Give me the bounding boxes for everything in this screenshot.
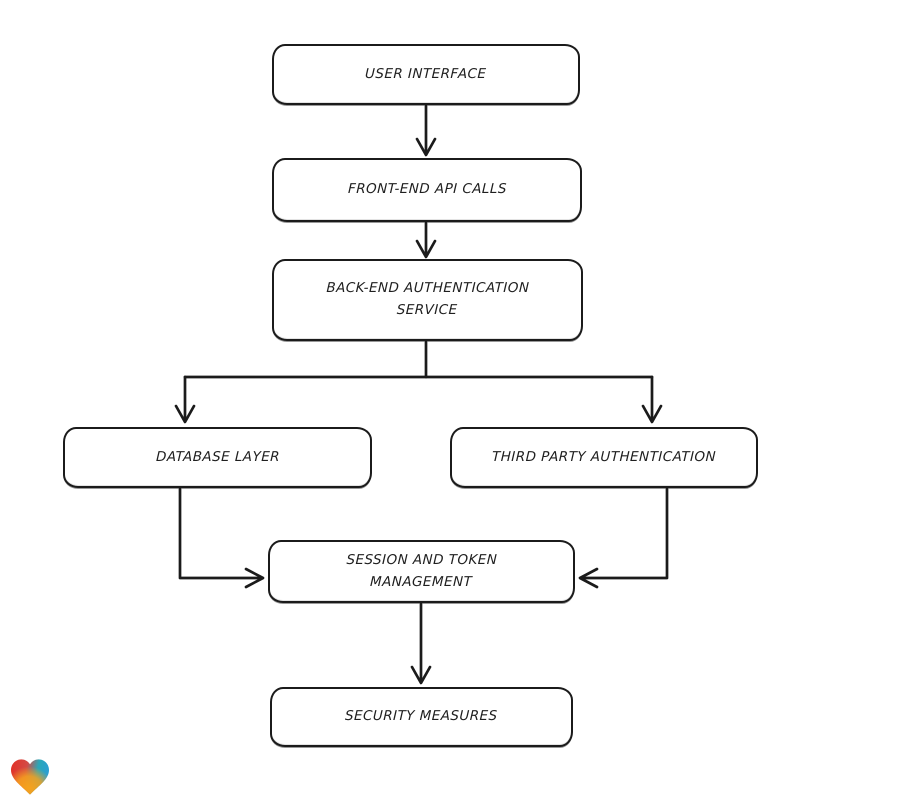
node-database-layer-label: DATABASE LAYER [155,448,280,465]
edge-database-to-session [178,487,261,580]
heart-logo[interactable] [11,759,49,795]
node-front-end-api-calls[interactable]: FRONT-END API CALLS [272,158,582,222]
edge-ui-to-frontend-arrowhead [415,137,437,157]
node-security-measures[interactable]: SECURITY MEASURES [270,687,573,747]
node-third-party-authentication[interactable]: THIRD PARTY AUTHENTICATION [450,427,758,488]
node-back-end-auth-service-label: BACK-END AUTHENTICATION SERVICE [326,280,530,318]
edge-thirdparty-to-session [582,487,669,580]
edge-database-to-session-arrowhead [244,567,265,589]
node-user-interface-label: USER INTERFACE [365,65,487,82]
node-database-layer[interactable]: DATABASE LAYER [63,427,372,488]
edge-branch-to-thirdparty-arrowhead [641,404,663,424]
node-session-token-management-label: SESSION AND TOKEN MANAGEMENT [346,551,498,590]
node-third-party-authentication-label: THIRD PARTY AUTHENTICATION [491,448,717,465]
edge-frontend-to-backend-arrowhead [415,239,437,259]
node-user-interface[interactable]: USER INTERFACE [272,44,580,105]
edge-branch-to-database-arrowhead [174,404,196,424]
node-back-end-auth-service[interactable]: BACK-END AUTHENTICATION SERVICE [272,259,583,341]
node-security-measures-label: SECURITY MEASURES [344,708,499,725]
node-session-token-management[interactable]: SESSION AND TOKEN MANAGEMENT [268,540,575,603]
edge-session-to-security-arrowhead [410,665,432,685]
edge-thirdparty-to-session-arrowhead [578,567,599,589]
node-front-end-api-calls-label: FRONT-END API CALLS [347,181,507,198]
